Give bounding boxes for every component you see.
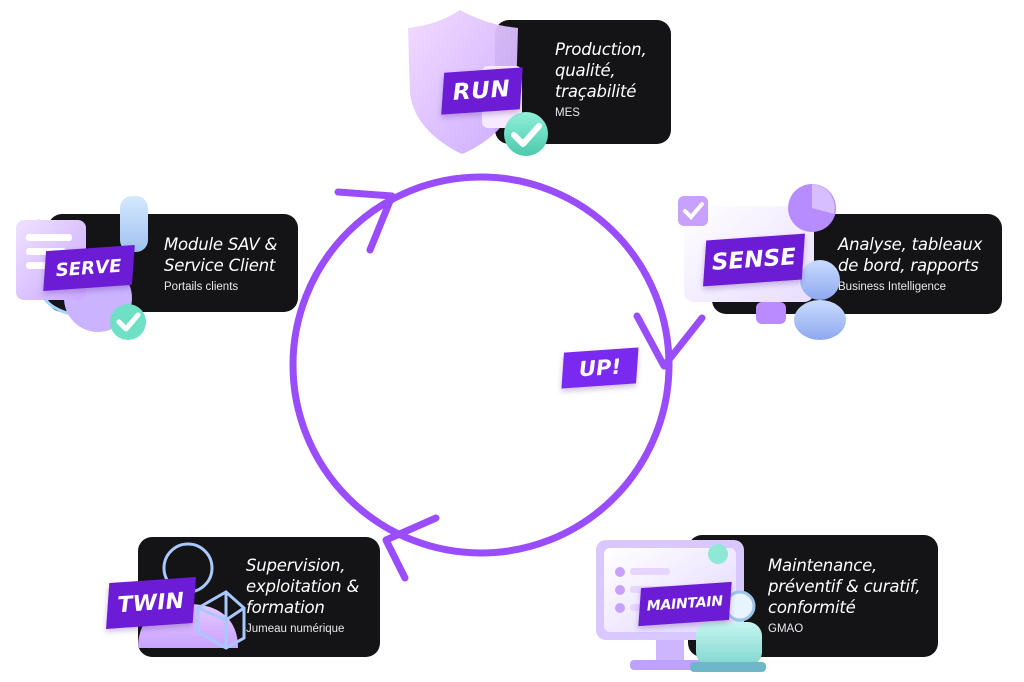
sense-subtitle: Business Intelligence (838, 281, 947, 293)
serve-title: Module SAV & Service Client (164, 235, 278, 275)
serve-tag: SERVE (43, 244, 135, 292)
sense-tag: SENSE (703, 233, 805, 287)
maintain-tag: MAINTAIN (638, 581, 732, 627)
arrow-top-left (334, 188, 396, 254)
up-tag: UP! (561, 347, 639, 389)
run-subtitle: MES (555, 107, 580, 119)
twin-subtitle: Jumeau numérique (246, 623, 345, 635)
maintain-title: Maintenance, préventif & curatif, confor… (768, 556, 921, 617)
run-tag: RUN (441, 67, 523, 115)
serve-subtitle: Portails clients (164, 281, 239, 293)
maintain-subtitle: GMAO (768, 623, 804, 635)
twin-title: Supervision, exploitation & formation (246, 556, 360, 617)
run-title: Production, qualité, traçabilité (555, 40, 647, 101)
arrow-right (633, 312, 706, 370)
twin-tag: TWIN (106, 577, 196, 629)
arrow-bottom-left (382, 514, 440, 582)
sense-title: Analyse, tableaux de bord, rapports (838, 235, 983, 275)
